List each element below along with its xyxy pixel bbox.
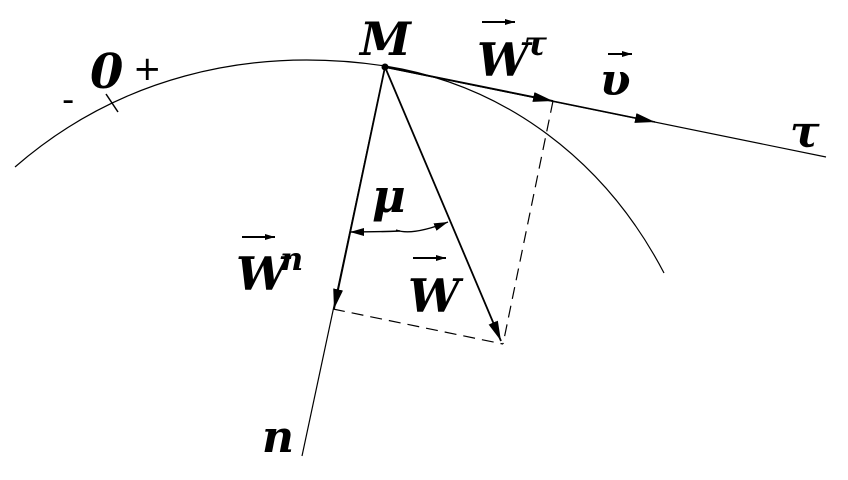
angle-arc-start [349, 227, 401, 236]
w-tau-superscript: τ [524, 24, 547, 64]
point-m-dot [381, 63, 389, 71]
total-acceleration-vector [384, 66, 502, 342]
w-total-label: W [408, 269, 464, 323]
normal-axis-label: n [262, 412, 294, 463]
origin-label: 0 [90, 44, 123, 100]
point-m-label: M [358, 12, 413, 66]
w-n-label: W [236, 247, 292, 301]
tangential-acceleration-vector [384, 66, 554, 102]
dashed-line-normal [332, 308, 504, 345]
angle-mu-label: μ [372, 169, 406, 223]
dashed-line-tangential [502, 100, 554, 345]
velocity-label: υ [600, 55, 631, 106]
angle-arc [395, 221, 449, 233]
normal-acceleration-vector [333, 66, 386, 310]
minus-sign-label: - [62, 80, 74, 120]
tangent-axis-label: τ [790, 107, 820, 158]
w-n-superscript: n [280, 240, 303, 278]
origin-tick [105, 93, 119, 113]
w-tau-label: W [477, 33, 533, 87]
plus-sign-label: + [133, 49, 162, 89]
